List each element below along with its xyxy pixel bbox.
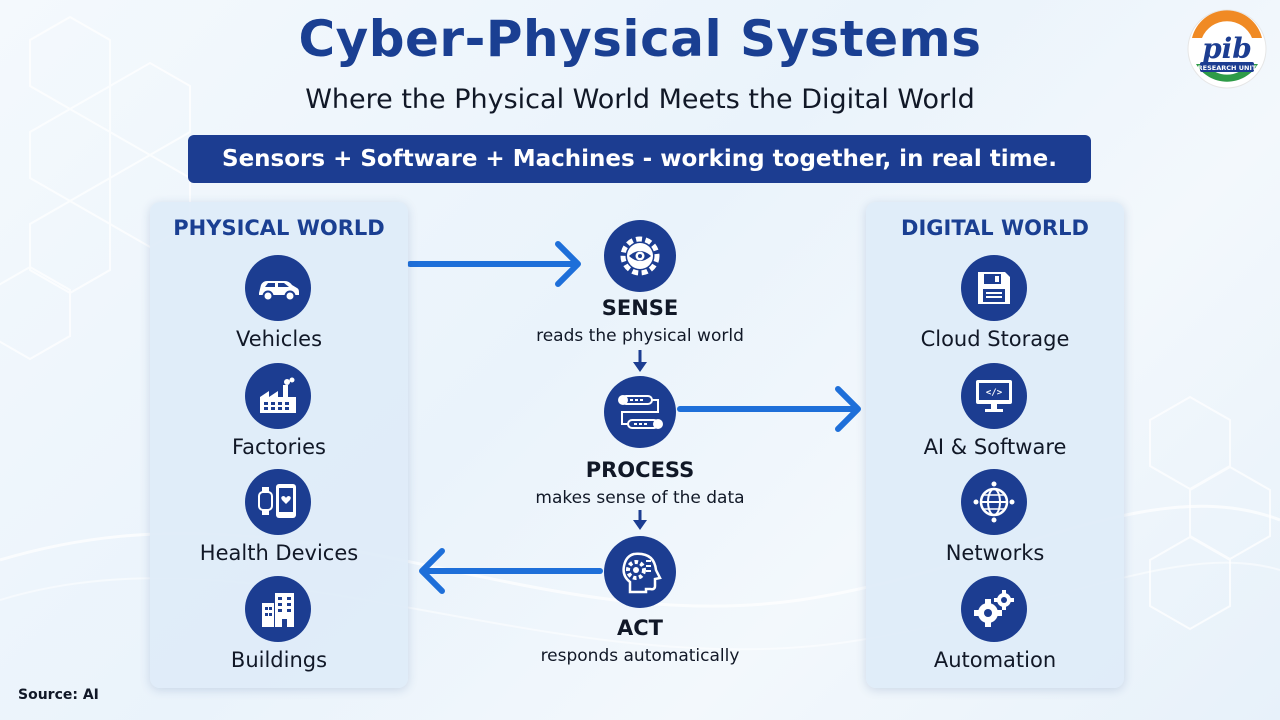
svg-text:RESEARCH UNIT: RESEARCH UNIT bbox=[1198, 64, 1257, 72]
physical-world-panel: PHYSICAL WORLD Vehicles bbox=[150, 202, 408, 688]
tagline-banner: Sensors + Software + Machines - working … bbox=[188, 135, 1091, 183]
svg-text:</>: </> bbox=[986, 388, 1003, 398]
digital-item-label: AI & Software bbox=[923, 435, 1067, 459]
physical-item-buildings: Buildings bbox=[150, 576, 408, 676]
head-gear-icon bbox=[604, 536, 676, 608]
physical-item-factories: Factories bbox=[150, 363, 408, 463]
digital-item-automation: Automation bbox=[866, 576, 1124, 676]
digital-item-networks: Networks bbox=[866, 469, 1124, 569]
digital-item-ai-software: </> AI & Software bbox=[866, 363, 1124, 463]
globe-icon bbox=[961, 469, 1027, 535]
step-name: PROCESS bbox=[585, 458, 695, 482]
physical-world-title: PHYSICAL WORLD bbox=[173, 216, 385, 240]
step-process: PROCESS makes sense of the data bbox=[500, 376, 780, 511]
digital-item-label: Automation bbox=[933, 648, 1057, 672]
physical-item-health-devices: Health Devices bbox=[150, 469, 408, 569]
physical-item-label: Buildings bbox=[230, 648, 328, 672]
physical-item-vehicles: Vehicles bbox=[150, 255, 408, 355]
car-icon bbox=[245, 255, 311, 321]
step-name: ACT bbox=[617, 616, 663, 640]
digital-item-cloud-storage: Cloud Storage bbox=[866, 255, 1124, 355]
building-icon bbox=[245, 576, 311, 642]
digital-world-title: DIGITAL WORLD bbox=[901, 216, 1089, 240]
physical-item-label: Factories bbox=[232, 435, 326, 459]
digital-world-panel: DIGITAL WORLD Cloud Storage </> AI bbox=[866, 202, 1124, 688]
step-description: responds automatically bbox=[540, 646, 740, 666]
monitor-code-icon: </> bbox=[961, 363, 1027, 429]
step-sense: SENSE reads the physical world bbox=[500, 220, 780, 350]
digital-item-label: Cloud Storage bbox=[920, 327, 1070, 351]
physical-item-label: Health Devices bbox=[199, 541, 359, 565]
step-act: ACT responds automatically bbox=[500, 536, 780, 668]
pib-logo: pib RESEARCH UNIT bbox=[1187, 9, 1267, 89]
eye-gear-icon bbox=[604, 220, 676, 292]
step-name: SENSE bbox=[601, 296, 679, 320]
digital-item-label: Networks bbox=[945, 541, 1045, 565]
health-device-icon bbox=[245, 469, 311, 535]
page-subtitle: Where the Physical World Meets the Digit… bbox=[305, 84, 975, 115]
gears-icon bbox=[961, 576, 1027, 642]
flowchart-icon bbox=[604, 376, 676, 448]
step-description: makes sense of the data bbox=[535, 488, 745, 508]
svg-text:pib: pib bbox=[1202, 32, 1252, 65]
floppy-disk-icon bbox=[961, 255, 1027, 321]
physical-item-label: Vehicles bbox=[235, 327, 323, 351]
page-title: Cyber-Physical Systems bbox=[298, 10, 982, 68]
step-description: reads the physical world bbox=[536, 326, 744, 346]
source-note: Source: AI bbox=[18, 687, 99, 703]
factory-icon bbox=[245, 363, 311, 429]
